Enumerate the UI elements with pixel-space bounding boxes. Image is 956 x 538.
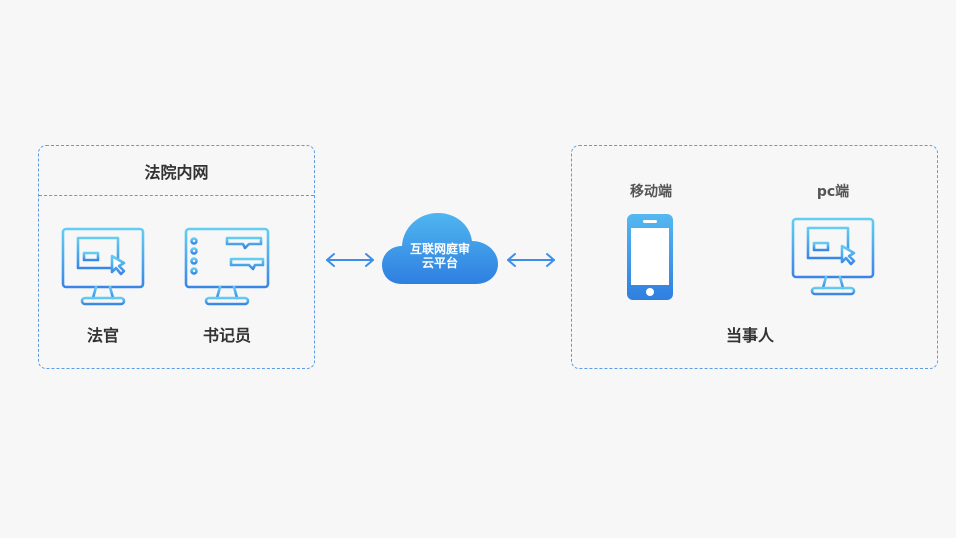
cloud-platform-line2: 云平台 [421, 256, 458, 270]
clerk-label: 书记员 [202, 326, 252, 345]
right-double-arrow [507, 253, 555, 267]
parties-panel [571, 145, 938, 369]
court-network-panel: 法院内网 [38, 145, 315, 369]
mobile-label: 移动端 [630, 184, 672, 200]
pc-monitor-icon [791, 217, 875, 296]
mobile-phone-icon [627, 214, 673, 300]
judge-label: 法官 [86, 326, 120, 345]
left-double-arrow [326, 253, 374, 267]
cloud-platform-line1: 互联网庭审 [409, 242, 470, 256]
pc-label: pc端 [816, 184, 850, 200]
cloud-platform-label: 互联网庭审 云平台 [380, 242, 500, 270]
parties-title: 当事人 [725, 326, 775, 345]
clerk-monitor-icon [184, 227, 270, 306]
cloud-platform-icon [382, 213, 498, 284]
judge-monitor-icon [61, 227, 145, 306]
court-network-title: 法院内网 [39, 146, 314, 196]
